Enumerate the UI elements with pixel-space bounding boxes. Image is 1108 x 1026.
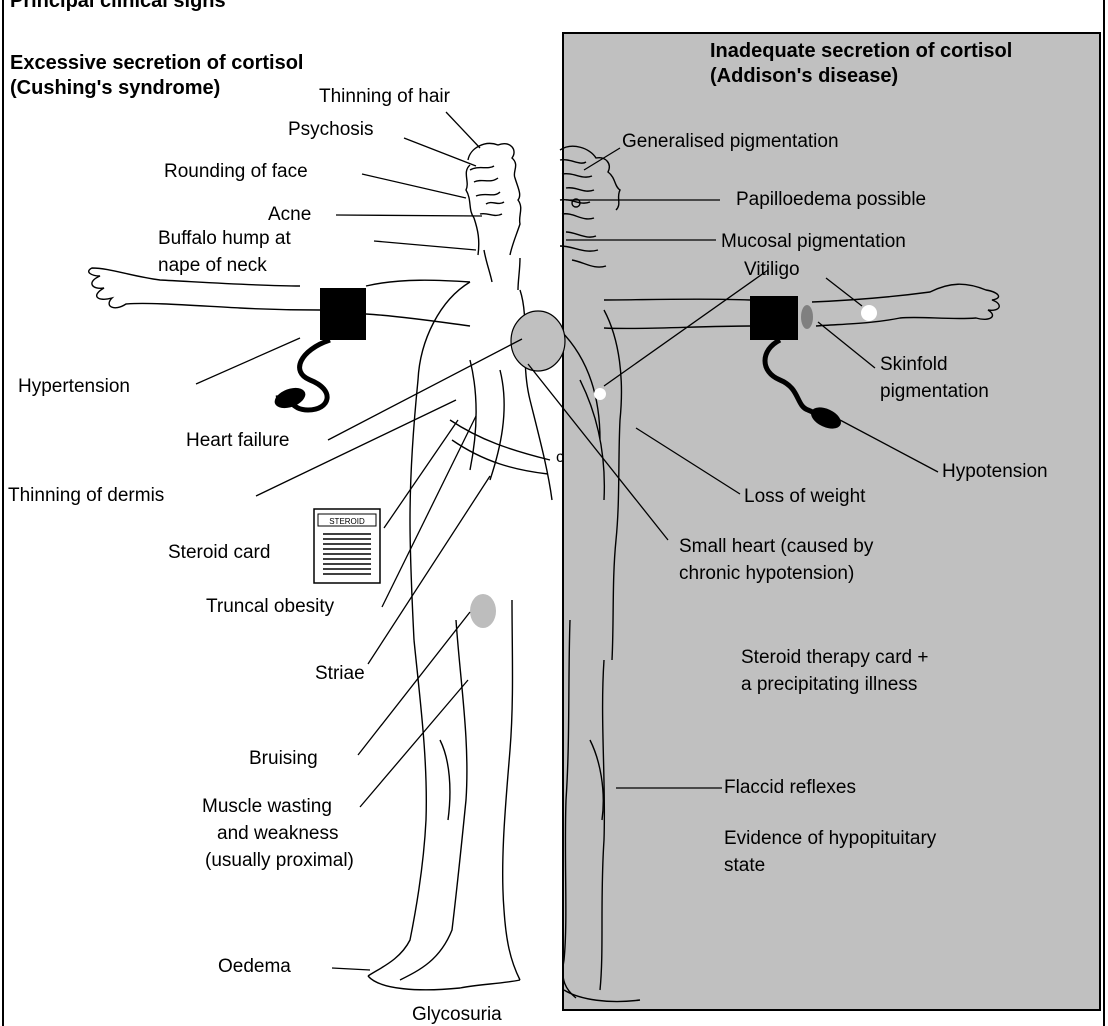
addison-panel: [563, 33, 1100, 1010]
cushing-bp-cuff: [272, 288, 366, 412]
cushing-heading-line2: (Cushing's syndrome): [10, 77, 220, 100]
steroid-card-text: STEROID: [329, 517, 365, 526]
label-muscle-wasting-line1: Muscle wasting: [202, 795, 332, 818]
label-glycosuria: Glycosuria: [412, 1003, 502, 1026]
label-small-heart-line1: Small heart (caused by: [679, 535, 873, 558]
label-steroid-therapy-line1: Steroid therapy card +: [741, 646, 928, 669]
label-psychosis: Psychosis: [288, 118, 374, 141]
label-thinning-of-dermis: Thinning of dermis: [8, 484, 164, 507]
stray-mark: c: [556, 449, 564, 466]
title-partial: Principal clinical signs: [10, 0, 226, 13]
label-rounding-of-face: Rounding of face: [164, 160, 308, 183]
label-hypertension: Hypertension: [18, 375, 130, 398]
label-buffalo-hump-line2: nape of neck: [158, 254, 267, 277]
vitiligo-spot-arm: [861, 305, 877, 321]
label-flaccid-reflexes: Flaccid reflexes: [724, 776, 856, 799]
label-striae: Striae: [315, 662, 365, 685]
label-mucosal-pigmentation: Mucosal pigmentation: [721, 230, 906, 253]
bruise-spot: [470, 594, 496, 628]
label-small-heart-line2: chronic hypotension): [679, 562, 854, 585]
label-muscle-wasting-line3: (usually proximal): [205, 849, 354, 872]
addison-heading-line2: (Addison's disease): [710, 65, 898, 88]
label-hypotension: Hypotension: [942, 460, 1048, 483]
addison-heading-line1: Inadequate secretion of cortisol: [710, 40, 1012, 63]
label-vitiligo: Vitiligo: [744, 258, 800, 281]
label-hypopituitary-line1: Evidence of hypopituitary: [724, 827, 936, 850]
cushing-heading-line1: Excessive secretion of cortisol: [10, 52, 303, 75]
skinfold-spot: [801, 305, 813, 329]
label-skinfold-line1: Skinfold: [880, 353, 948, 376]
label-steroid-card: Steroid card: [168, 541, 270, 564]
label-loss-of-weight: Loss of weight: [744, 485, 865, 508]
label-generalised-pigmentation: Generalised pigmentation: [622, 130, 839, 153]
label-buffalo-hump-line1: Buffalo hump at: [158, 227, 291, 250]
label-truncal-obesity: Truncal obesity: [206, 595, 334, 618]
steroid-card-drawing: STEROID: [314, 509, 380, 583]
label-steroid-therapy-line2: a precipitating illness: [741, 673, 917, 696]
label-hypopituitary-line2: state: [724, 854, 765, 877]
label-acne: Acne: [268, 203, 311, 226]
vitiligo-spot-chest: [594, 388, 606, 400]
label-bruising: Bruising: [249, 747, 318, 770]
label-heart-failure: Heart failure: [186, 429, 290, 452]
label-skinfold-line2: pigmentation: [880, 380, 989, 403]
label-muscle-wasting-line2: and weakness: [217, 822, 338, 845]
label-thinning-of-hair: Thinning of hair: [319, 85, 450, 108]
label-papilloedema: Papilloedema possible: [736, 188, 926, 211]
label-oedema: Oedema: [218, 955, 291, 978]
